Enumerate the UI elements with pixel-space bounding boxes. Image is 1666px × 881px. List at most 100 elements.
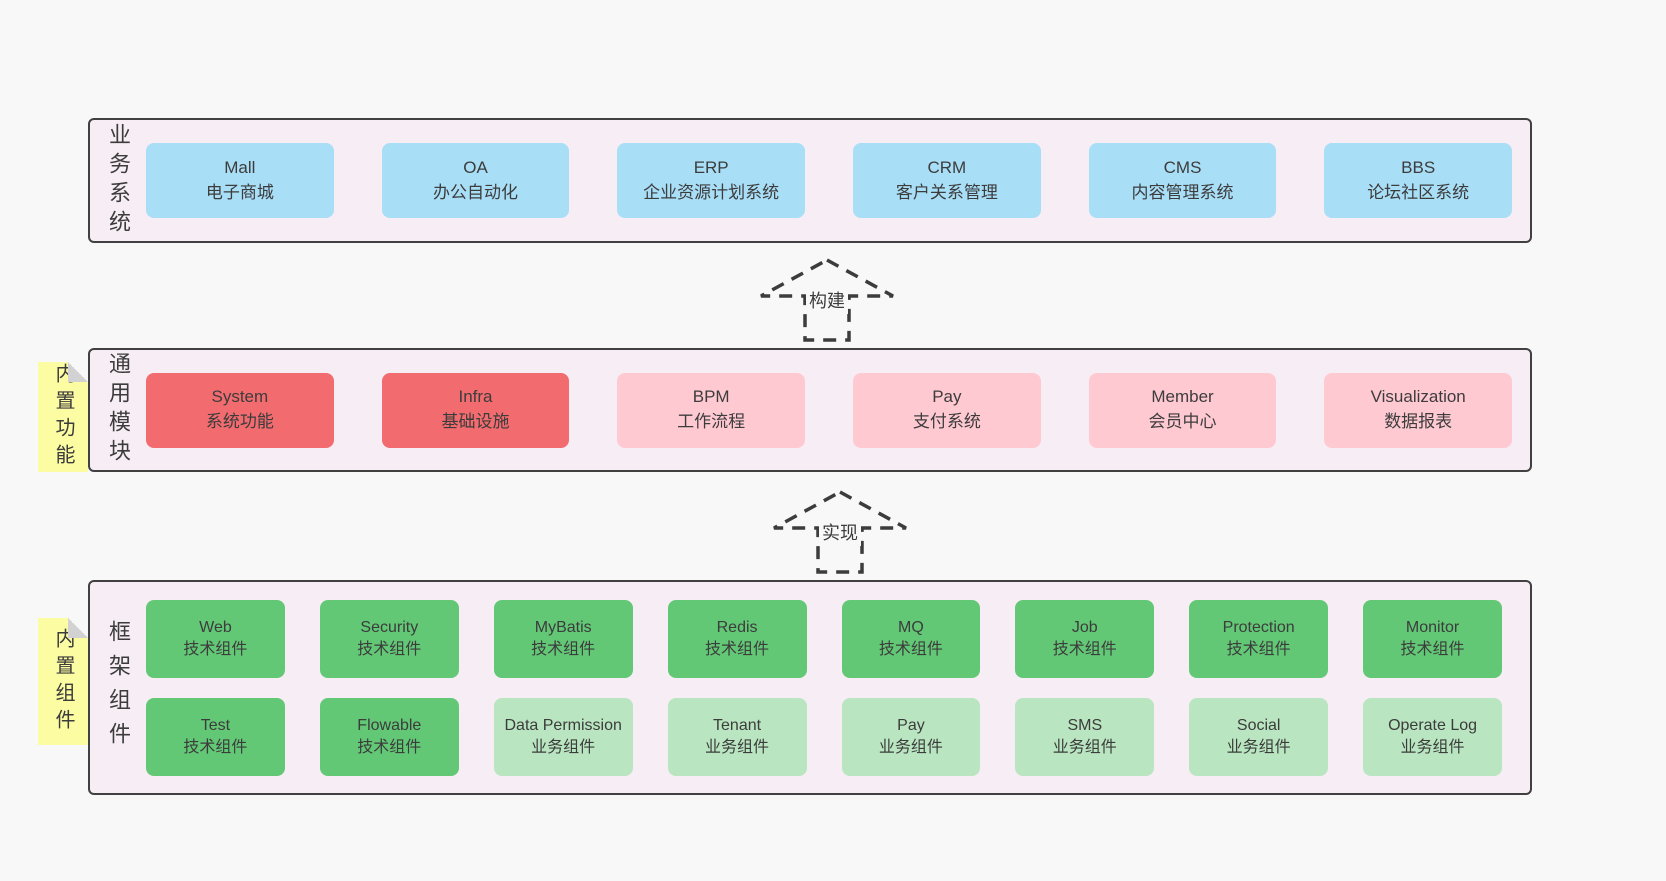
box-title: Infra <box>458 387 493 407</box>
box-title: Tenant <box>713 716 762 734</box>
arrow-build-label: 构建 <box>806 286 848 314</box>
box-protection: Protection 技术组件 <box>1189 599 1329 678</box>
box-member: Member 会员中心 <box>1088 372 1277 448</box>
box-subtitle: 基础设施 <box>441 412 510 431</box>
dashed-up-arrow-icon <box>773 490 907 574</box>
box-visualization: Visualization 数据报表 <box>1324 372 1513 448</box>
box-tenant: Tenant 业务组件 <box>667 697 807 776</box>
box-title: Operate Log <box>1388 716 1478 734</box>
box-bpm: BPM 工作流程 <box>617 372 806 448</box>
box-title: Web <box>199 618 232 636</box>
band-business-label-text: 业务系统 <box>106 122 131 239</box>
box-subtitle: 数据报表 <box>1384 412 1453 431</box>
box-title: Member <box>1151 387 1214 407</box>
box-erp: ERP 企业资源计划系统 <box>617 143 806 218</box>
box-title: Pay <box>897 716 925 734</box>
box-title: Monitor <box>1405 618 1460 636</box>
box-title: ERP <box>693 157 729 177</box>
box-subtitle: 技术组件 <box>531 640 596 658</box>
band-business-label: 业务系统 <box>90 120 146 241</box>
sticky-built-in-features: 内置功能 <box>38 362 88 472</box>
framework-boxes: Web 技术组件 Security 技术组件 MyBatis 技术组件 Redi… <box>146 599 1530 776</box>
box-flowable: Flowable 技术组件 <box>319 697 459 776</box>
band-framework-components: 框架组件 Web 技术组件 Security 技术组件 MyBatis 技术组件… <box>88 580 1532 795</box>
box-title: MQ <box>898 618 924 636</box>
box-title: Protection <box>1222 618 1295 636</box>
box-title: Pay <box>932 387 962 407</box>
band-framework-label-text: 框架组件 <box>106 619 131 756</box>
dashed-up-arrow-icon <box>760 258 894 342</box>
box-test: Test 技术组件 <box>146 697 285 776</box>
box-mybatis: MyBatis 技术组件 <box>493 599 633 678</box>
box-title: Job <box>1071 618 1098 636</box>
box-infra: Infra 基础设施 <box>381 372 570 448</box>
sticky-built-in-components: 内置组件 <box>38 618 88 745</box>
box-title: Mall <box>224 157 256 177</box>
box-subtitle: 技术组件 <box>1400 640 1465 658</box>
box-subtitle: 支付系统 <box>912 412 981 431</box>
box-subtitle: 业务组件 <box>705 738 770 756</box>
module-boxes: System 系统功能 Infra 基础设施 BPM 工作流程 Pay 支付系统… <box>146 372 1530 448</box>
box-title: CMS <box>1163 157 1202 177</box>
business-boxes: Mall 电子商城 OA 办公自动化 ERP 企业资源计划系统 CRM 客户关系… <box>146 143 1530 218</box>
box-pay-component: Pay 业务组件 <box>841 697 981 776</box>
box-title: Social <box>1236 716 1281 734</box>
box-subtitle: 内容管理系统 <box>1131 182 1234 202</box>
box-subtitle: 技术组件 <box>1052 640 1117 658</box>
box-security: Security 技术组件 <box>319 599 459 678</box>
box-subtitle: 客户关系管理 <box>895 182 998 202</box>
box-title: BBS <box>1401 157 1436 177</box>
box-subtitle: 企业资源计划系统 <box>643 182 780 202</box>
box-web: Web 技术组件 <box>146 599 285 678</box>
arrow-build: 构建 <box>757 256 897 344</box>
box-data-permission: Data Permission 业务组件 <box>493 697 633 776</box>
box-subtitle: 技术组件 <box>183 738 248 756</box>
band-business-systems: 业务系统 Mall 电子商城 OA 办公自动化 ERP 企业资源计划系统 CRM… <box>88 118 1532 243</box>
box-subtitle: 电子商城 <box>205 182 274 202</box>
box-subtitle: 论坛社区系统 <box>1367 182 1470 202</box>
box-system: System 系统功能 <box>146 372 334 448</box>
box-title: BPM <box>692 387 730 407</box>
box-cms: CMS 内容管理系统 <box>1088 143 1277 218</box>
box-social: Social 业务组件 <box>1189 697 1329 776</box>
box-subtitle: 业务组件 <box>1052 738 1117 756</box>
box-subtitle: 会员中心 <box>1148 412 1217 431</box>
box-title: CRM <box>927 157 967 177</box>
box-title: MyBatis <box>534 618 592 636</box>
box-subtitle: 技术组件 <box>183 640 248 658</box>
box-subtitle: 业务组件 <box>878 738 943 756</box>
sticky-built-in-components-text: 内置组件 <box>52 627 74 736</box>
box-job: Job 技术组件 <box>1015 599 1155 678</box>
band-modules-label-text: 通用模块 <box>106 352 131 468</box>
band-common-modules: 通用模块 System 系统功能 Infra 基础设施 BPM 工作流程 Pay… <box>88 348 1532 472</box>
band-modules-label: 通用模块 <box>90 350 146 470</box>
box-title: SMS <box>1067 716 1103 734</box>
box-operate-log: Operate Log 业务组件 <box>1363 697 1502 776</box>
box-title: Security <box>360 618 419 636</box>
box-oa: OA 办公自动化 <box>381 143 570 218</box>
box-title: OA <box>463 157 488 177</box>
box-subtitle: 技术组件 <box>1226 640 1291 658</box>
box-monitor: Monitor 技术组件 <box>1363 599 1502 678</box>
box-mq: MQ 技术组件 <box>841 599 981 678</box>
box-subtitle: 办公自动化 <box>433 182 518 202</box>
box-title: Test <box>200 716 231 734</box>
box-title: Redis <box>716 618 758 636</box>
box-subtitle: 业务组件 <box>531 738 596 756</box>
band-framework-label: 框架组件 <box>90 582 146 793</box>
box-sms: SMS 业务组件 <box>1015 697 1155 776</box>
box-subtitle: 业务组件 <box>1400 738 1465 756</box>
box-subtitle: 技术组件 <box>705 640 770 658</box>
box-bbs: BBS 论坛社区系统 <box>1324 143 1513 218</box>
box-subtitle: 业务组件 <box>1226 738 1291 756</box>
box-subtitle: 工作流程 <box>677 412 746 431</box>
box-subtitle: 技术组件 <box>357 640 422 658</box>
box-title: Flowable <box>357 716 422 734</box>
box-title: System <box>211 387 269 407</box>
box-subtitle: 系统功能 <box>205 412 274 431</box>
box-mall: Mall 电子商城 <box>146 143 334 218</box>
sticky-built-in-features-text: 内置功能 <box>52 363 74 471</box>
arrow-implement: 实现 <box>770 488 910 576</box>
box-redis: Redis 技术组件 <box>667 599 807 678</box>
